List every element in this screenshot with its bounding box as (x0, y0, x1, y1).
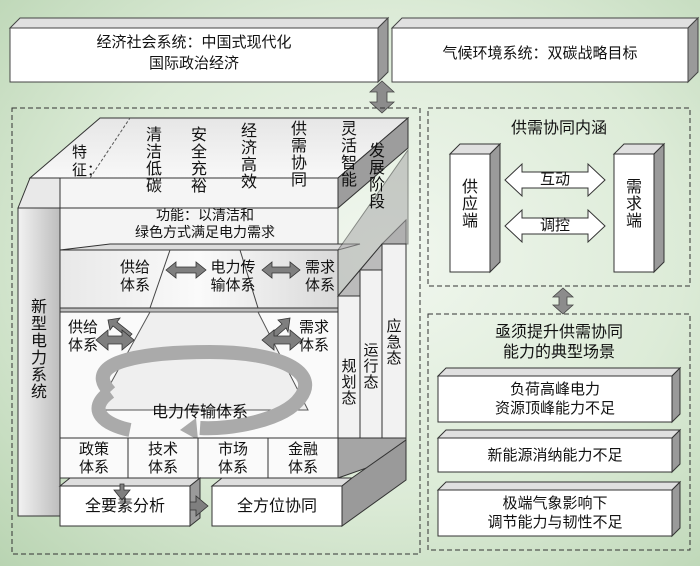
double-arrow-lower-right (261, 329, 303, 351)
scenario-3-line-1: 极端气象影响下 (502, 494, 608, 512)
feature-economic-efficient: 经济高效 (240, 121, 257, 191)
development-stage: 发展阶段 (368, 141, 385, 211)
scenario-1-line-1: 负荷高峰电力 (509, 380, 600, 398)
upper-transmission-line-1: 电力传 (210, 258, 256, 276)
lower-demand-line-1: 需求 (298, 318, 329, 336)
regulate-label: 调控 (539, 216, 570, 234)
arrow-right-synergy (189, 495, 209, 517)
feature-clean-low-carbon: 清洁低碳 (145, 125, 162, 195)
technology-line-2: 体系 (147, 458, 178, 476)
economy-line-2: 国际政治经济 (148, 54, 239, 72)
feature-supply-demand-synergy: 供需协同 (290, 119, 307, 189)
scenario-3-line-2: 调节能力与韧性不足 (487, 513, 623, 531)
cube-arrows (95, 261, 303, 517)
interact-arrow (504, 162, 606, 198)
lower-demand-line-2: 体系 (298, 336, 329, 354)
supply-side-box (448, 142, 502, 274)
scenario-frame (427, 313, 691, 551)
arrow-down-analysis (113, 483, 131, 501)
coordination-arrows (504, 162, 606, 244)
double-arrow-upper-left (165, 261, 207, 279)
double-arrow-lower-left (95, 329, 135, 351)
lower-transmission-label: 电力传输体系 (151, 402, 248, 421)
supply-side-label: 供应端 (461, 177, 478, 230)
double-arrow-upper-right (261, 261, 301, 279)
scenario-boxes (436, 366, 682, 538)
full-element-analysis: 全要素分析 (84, 496, 165, 515)
economy-box (8, 16, 390, 84)
lower-supply-line-1: 供给 (67, 318, 98, 336)
demand-side-box (612, 142, 666, 274)
upper-supply-line-2: 体系 (119, 276, 150, 294)
upper-transmission-line-2: 输体系 (210, 276, 256, 294)
scenario-1-line-2: 资源顶峰能力不足 (494, 399, 615, 417)
technology-line-1: 技术 (147, 440, 178, 458)
policy-line-1: 政策 (78, 440, 109, 458)
vertical-double-arrow-top (368, 80, 396, 114)
system-cube (17, 116, 410, 528)
state-operation: 运行态 (363, 341, 379, 391)
new-power-system-label: 新型电力系统 (30, 297, 47, 401)
lower-supply-line-2: 体系 (67, 336, 98, 354)
finance-line-1: 金融 (287, 440, 318, 458)
all-round-synergy: 全方位协同 (236, 496, 317, 515)
system-frame (11, 107, 421, 555)
economy-line-1: 经济社会系统：中国式现代化 (96, 33, 292, 51)
finance-line-2: 体系 (287, 458, 318, 476)
market-line-2: 体系 (217, 458, 248, 476)
state-planning: 规划态 (341, 357, 357, 407)
vertical-double-arrow-right (551, 287, 575, 315)
coordination-frame (427, 107, 691, 287)
upper-demand-line-2: 体系 (304, 276, 335, 294)
climate-text: 气候环境系统：双碳战略目标 (442, 44, 638, 62)
scenario-title-1: 亟须提升供需协同 (494, 322, 623, 341)
feature-secure-sufficient: 安全充裕 (190, 125, 207, 195)
upper-demand-line-1: 需求 (304, 258, 335, 276)
demand-side-label: 需求端 (625, 177, 642, 230)
upper-supply-line-1: 供给 (119, 258, 150, 276)
function-line-1: 功能：以清洁和 (156, 208, 254, 224)
regulate-arrow (504, 208, 606, 244)
policy-line-2: 体系 (78, 458, 109, 476)
coordination-title: 供需协同内涵 (510, 118, 607, 137)
scenario-2: 新能源消纳能力不足 (487, 446, 623, 464)
scenario-title-2: 能力的典型场景 (502, 342, 615, 361)
feature-flexible-intelligent: 灵活智能 (340, 119, 357, 189)
interact-label: 互动 (539, 170, 570, 188)
climate-box (390, 16, 700, 84)
state-emergency: 应急态 (386, 317, 402, 367)
features-label: 特征： (72, 143, 103, 179)
market-line-1: 市场 (217, 440, 248, 458)
function-line-2: 绿色方式满足电力需求 (135, 225, 275, 241)
